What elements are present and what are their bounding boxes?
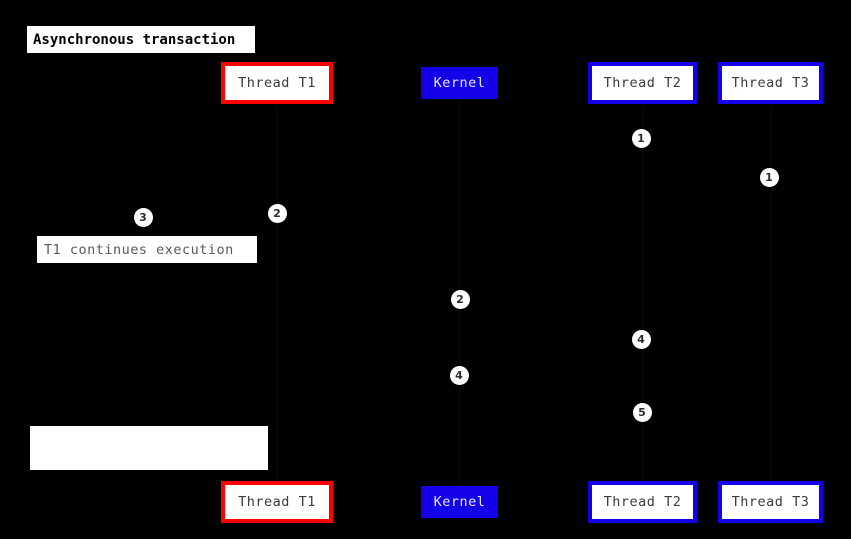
participant-label: Kernel — [433, 494, 486, 510]
step-badge-5: 5 — [632, 402, 652, 422]
lifeline-3 — [770, 104, 771, 481]
participant-label: Thread T2 — [603, 75, 682, 91]
step-badge-4: 4 — [631, 329, 651, 349]
participant-bottom-thread-t3[interactable]: Thread T3 — [718, 481, 823, 523]
participant-bottom-thread-t2[interactable]: Thread T2 — [588, 481, 697, 523]
participant-top-kernel[interactable]: Kernel — [421, 67, 498, 99]
connector-nub-2 — [640, 102, 645, 106]
participant-label: Thread T1 — [238, 494, 316, 510]
step-badge-2: 2 — [267, 203, 287, 223]
participant-top-thread-t1[interactable]: Thread T1 — [221, 62, 333, 104]
step-badge-1: 1 — [631, 128, 651, 148]
participant-label: Thread T1 — [238, 75, 316, 91]
note-box: T1 continues execution — [37, 236, 257, 263]
lifeline-0 — [277, 104, 278, 481]
lifeline-2 — [642, 104, 643, 481]
connector-nub-0 — [275, 102, 280, 106]
diagram-title: Asynchronous transaction — [27, 26, 255, 53]
participant-top-thread-t3[interactable]: Thread T3 — [718, 62, 823, 104]
participant-bottom-thread-t1[interactable]: Thread T1 — [221, 481, 333, 523]
step-badge-1: 1 — [759, 167, 779, 187]
participant-bottom-kernel[interactable]: Kernel — [421, 486, 498, 518]
participant-label: Thread T3 — [731, 75, 810, 91]
step-badge-4: 4 — [449, 365, 469, 385]
step-badge-3: 3 — [133, 207, 153, 227]
note-box-empty — [30, 426, 268, 470]
note-text: T1 continues execution — [44, 241, 234, 258]
step-badge-2: 2 — [450, 289, 470, 309]
participant-label: Thread T2 — [603, 494, 682, 510]
participant-label: Thread T3 — [731, 494, 810, 510]
participant-label: Kernel — [433, 75, 486, 91]
connector-nub-1 — [457, 97, 462, 101]
diagram-title-text: Asynchronous transaction — [33, 31, 236, 48]
participant-top-thread-t2[interactable]: Thread T2 — [588, 62, 697, 104]
connector-nub-3 — [768, 102, 773, 106]
